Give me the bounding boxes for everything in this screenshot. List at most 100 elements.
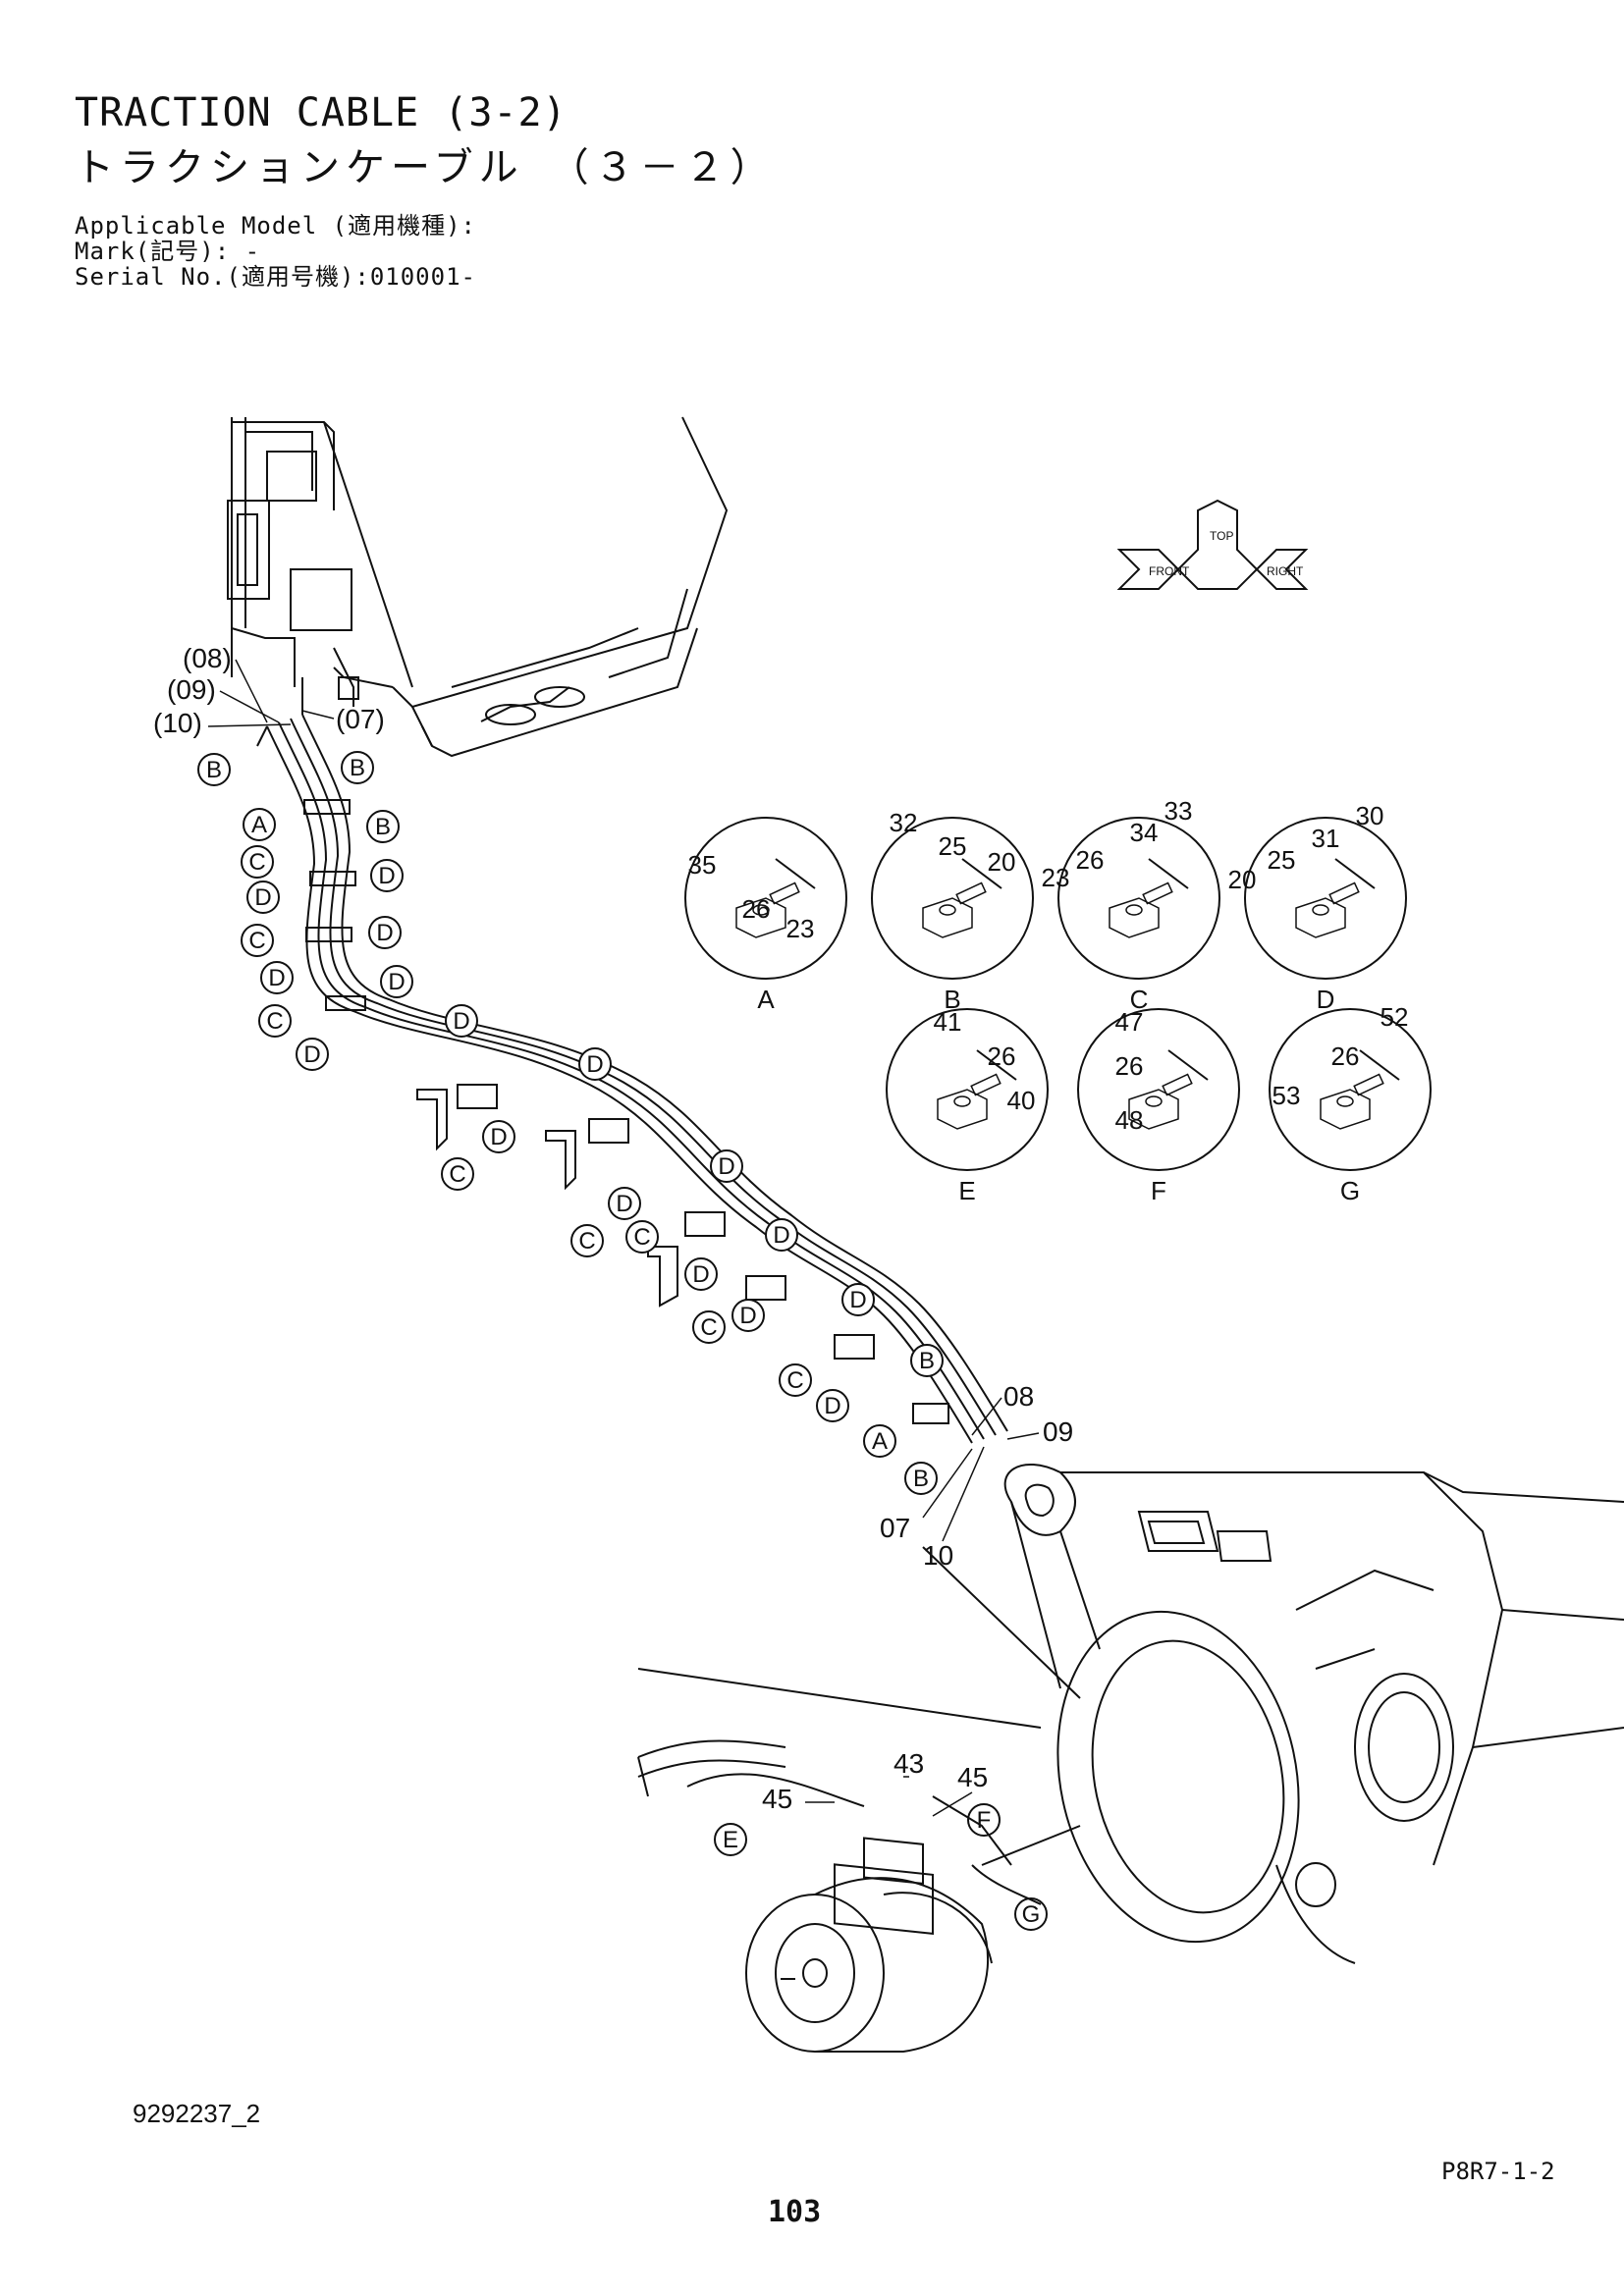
part-number: 30: [1356, 801, 1384, 830]
clamp-callout-d: D: [765, 1218, 798, 1252]
detail-views: A352623B322520C33342623D30312520E412640F…: [684, 796, 1432, 1205]
upper-frame-drawing: [227, 416, 729, 758]
clamp-callout-a: A: [863, 1424, 896, 1458]
clamp-callout-d: D: [260, 961, 294, 994]
clamp-letter: B: [913, 1466, 929, 1492]
page-title-ja: トラクションケーブル （３－２）: [75, 145, 776, 190]
part-number: 25: [939, 831, 967, 861]
page-code: P8R7-1-2: [1441, 2158, 1555, 2185]
clamp-callout-d: D: [841, 1283, 875, 1316]
callout-45-right: 45: [957, 1762, 988, 1792]
callout-08-paren: (08): [183, 643, 232, 673]
part-number: 26: [1076, 845, 1105, 875]
part-number: 52: [1380, 1002, 1409, 1032]
part-number: 34: [1130, 818, 1159, 847]
part-number: 53: [1272, 1081, 1301, 1110]
clamp-letter: D: [376, 920, 393, 946]
callout-10-paren: (10): [153, 708, 202, 738]
part-number: 48: [1115, 1105, 1144, 1135]
callouts-bottom-right: 08 09 07 10: [880, 1381, 1073, 1571]
part-number: 26: [988, 1041, 1016, 1071]
detail-view-label: B: [944, 985, 960, 1014]
clamp-callout-c: C: [779, 1363, 812, 1397]
front-label: FRONT: [1149, 564, 1190, 578]
clamp-callout-d: D: [731, 1299, 765, 1332]
clamp-callout-b: B: [910, 1344, 944, 1377]
clamp-letter: C: [700, 1314, 717, 1341]
clamp-callout-b: B: [366, 810, 400, 843]
clamp-callout-b: B: [904, 1462, 938, 1495]
clamp-letter: D: [692, 1261, 709, 1288]
part-number: 20: [1228, 865, 1257, 894]
serial-number-label: Serial No.(適用号機):010001-: [75, 263, 476, 291]
clamp-letter: D: [388, 969, 405, 995]
clamp-callout-d: D: [578, 1047, 612, 1081]
part-number: 26: [1115, 1051, 1144, 1081]
clamp-letter: D: [254, 884, 271, 911]
detail-view-label: A: [757, 985, 775, 1014]
clamp-callout-d: D: [684, 1257, 718, 1291]
part-number: 26: [1331, 1041, 1360, 1071]
clamp-callout-d: D: [296, 1038, 329, 1071]
clamp-callout-c: C: [692, 1310, 726, 1344]
part-number: 23: [1042, 863, 1070, 892]
part-number: 31: [1312, 824, 1340, 853]
motor-callouts: 43 45 45: [762, 1748, 988, 1814]
clamp-letter: D: [718, 1153, 734, 1180]
clamp-callout-d: D: [380, 965, 413, 998]
clamp-letter: C: [633, 1224, 650, 1251]
callout-10: 10: [923, 1540, 953, 1571]
clamp-callout-c: C: [441, 1157, 474, 1191]
clamp-callout-e: E: [714, 1823, 747, 1856]
clamp-callout-d: D: [608, 1187, 641, 1220]
clamp-letter: B: [350, 755, 365, 781]
clamp-letter: E: [723, 1827, 738, 1853]
clamp-letter: C: [578, 1228, 595, 1255]
clamp-letter: A: [251, 812, 267, 838]
clamp-callout-d: D: [445, 1004, 478, 1038]
callout-43: 43: [893, 1748, 924, 1779]
page-number: 103: [768, 2195, 822, 2229]
detail-view-label: F: [1151, 1176, 1166, 1205]
clamp-letter: G: [1022, 1901, 1041, 1928]
clamp-letter: D: [824, 1393, 840, 1419]
clamp-callout-f: F: [967, 1803, 1001, 1837]
clamp-letter: B: [919, 1348, 935, 1374]
cable-clamps: [303, 799, 949, 1424]
detail-view-label: G: [1340, 1176, 1360, 1205]
part-number: 26: [742, 894, 771, 924]
clamp-callout-c: C: [241, 845, 274, 879]
part-number: 32: [890, 808, 918, 837]
clamp-callout-c: C: [570, 1224, 604, 1257]
clamp-callout-d: D: [368, 916, 402, 949]
clamp-letter: D: [303, 1041, 320, 1068]
clamp-letter: B: [206, 757, 222, 783]
clamp-letter: C: [248, 849, 265, 876]
orientation-icon: FRONT TOP RIGHT: [1116, 499, 1309, 590]
clamp-callout-d: D: [246, 881, 280, 914]
clamp-callout-b: B: [197, 753, 231, 786]
callout-07: 07: [880, 1513, 910, 1543]
clamp-letter: D: [490, 1124, 507, 1150]
clamp-callout-a: A: [243, 808, 276, 841]
clamp-callout-d: D: [370, 859, 404, 892]
clamp-letter: D: [773, 1222, 789, 1249]
part-number: 23: [786, 914, 815, 943]
detail-view-a: A 35 26 23: [684, 817, 847, 1014]
callout-leaders-bottom-right: [922, 1397, 1040, 1542]
part-number: 40: [1007, 1086, 1036, 1115]
clamp-callout-d: D: [482, 1120, 515, 1153]
clamp-letter: C: [449, 1161, 465, 1188]
detail-view-g: G 52 26 53: [1269, 1002, 1432, 1205]
clamp-letter: C: [248, 928, 265, 954]
part-number: 35: [688, 850, 717, 880]
part-number: 41: [934, 1007, 962, 1037]
clamp-callout-g: G: [1014, 1897, 1048, 1931]
